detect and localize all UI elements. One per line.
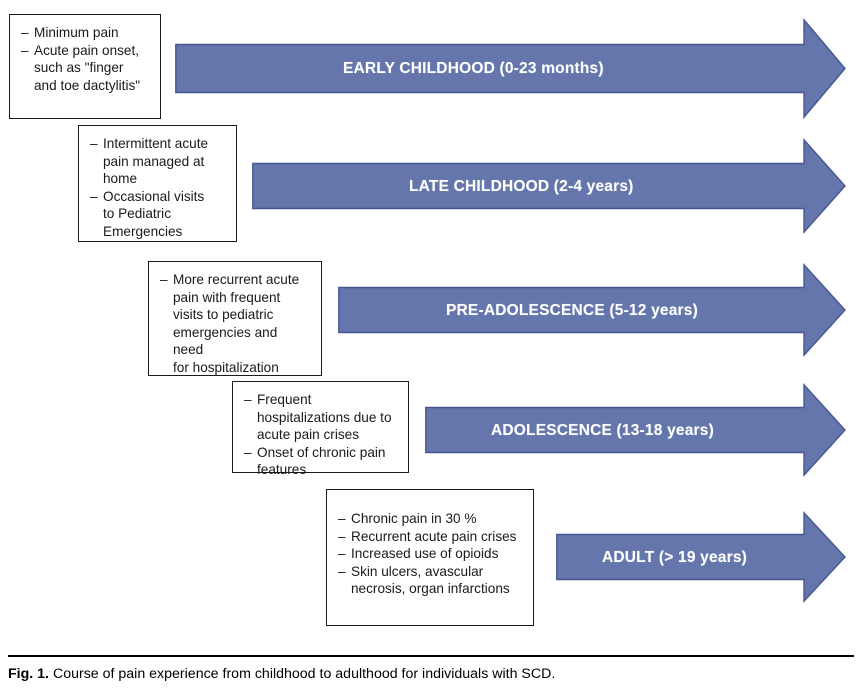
stage-label-late-childhood: LATE CHILDHOOD (2-4 years) xyxy=(409,178,634,195)
stage-arrow-pre-adolescence: PRE-ADOLESCENCE (5-12 years) xyxy=(338,262,847,358)
stage-label-adult: ADULT (> 19 years) xyxy=(602,549,748,566)
stage-label-pre-adolescence: PRE-ADOLESCENCE (5-12 years) xyxy=(446,302,698,319)
stage-arrow-adolescence: ADOLESCENCE (13-18 years) xyxy=(425,382,847,478)
caption-divider xyxy=(8,655,854,657)
figure-number: Fig. 1. xyxy=(8,666,49,682)
list-item: Recurrent acute pain crises xyxy=(338,528,523,546)
arrow-shape-icon xyxy=(338,262,846,358)
stage-arrow-late-childhood: LATE CHILDHOOD (2-4 years) xyxy=(252,137,847,235)
arrow-shape-icon xyxy=(425,382,846,478)
stage-label-adolescence: ADOLESCENCE (13-18 years) xyxy=(491,422,714,439)
stage-arrow-adult: ADULT (> 19 years) xyxy=(556,511,847,603)
stage-label-early-childhood: EARLY CHILDHOOD (0-23 months) xyxy=(343,60,604,77)
arrow-shape-icon xyxy=(175,17,846,120)
stage-note-adult: Chronic pain in 30 % Recurrent acute pai… xyxy=(326,489,534,626)
note-list: Chronic pain in 30 % Recurrent acute pai… xyxy=(338,510,523,598)
list-item: Minimum pain xyxy=(21,24,150,42)
figure-caption: Fig. 1. Course of pain experience from c… xyxy=(8,664,858,684)
arrow-shape-icon xyxy=(556,511,846,603)
stage-note-early-childhood: Minimum pain Acute pain onset,such as "f… xyxy=(9,14,161,119)
arrow-shape-icon xyxy=(252,137,846,235)
list-item: Chronic pain in 30 % xyxy=(338,510,523,528)
stage-arrow-early-childhood: EARLY CHILDHOOD (0-23 months) xyxy=(175,17,847,120)
figure-caption-text: Course of pain experience from childhood… xyxy=(52,666,556,682)
list-item: Increased use of opioids xyxy=(338,545,523,563)
note-list: Minimum pain Acute pain onset,such as "f… xyxy=(21,24,150,94)
